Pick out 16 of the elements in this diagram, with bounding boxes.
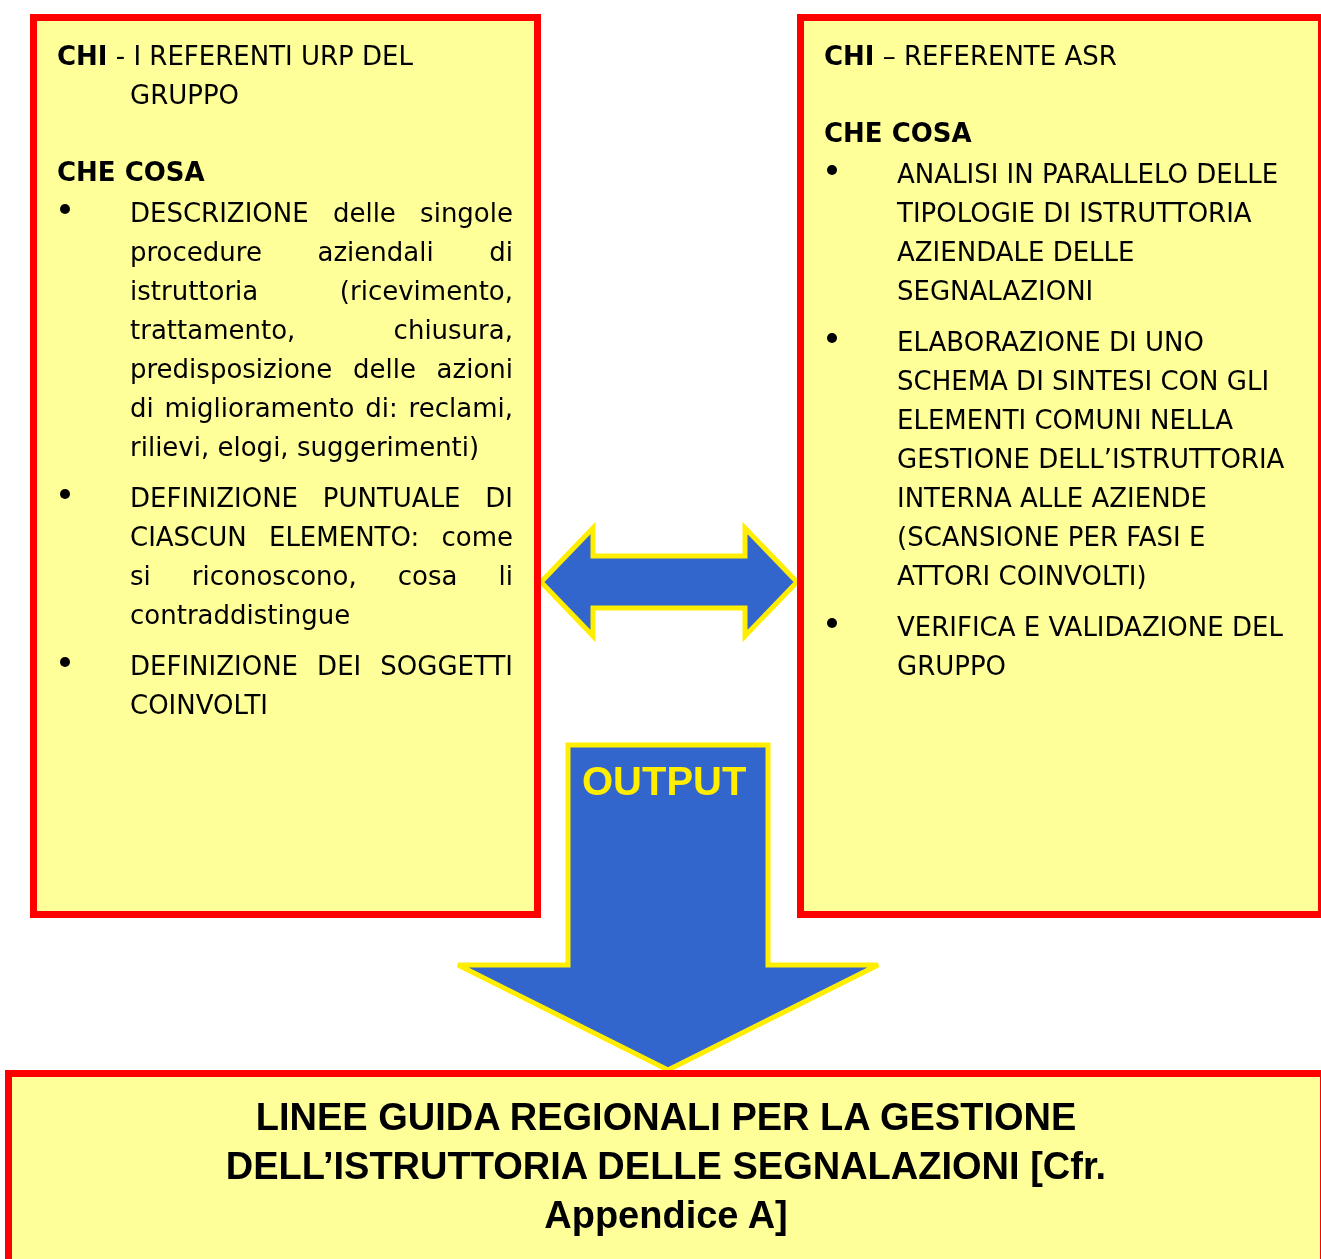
bullet-text: ELABORAZIONE DI UNO SCHEMA DI SINTESI CON GLI ELEMENTI COMUNI NELLA GESTIONE DELL’ISTRUTTORIA INTERNA ALLE AZIENDE (SCANSIONE PER FASI E ATTORI COINVOLTI) xyxy=(897,326,1286,593)
bullet-text: DESCRIZIONE delle singole procedure aziendali di istruttoria (ricevimento, trattamento, chiusura, predisposizione delle azioni di miglioramento di: reclami, rilievi, elogi, suggerimenti) xyxy=(130,197,513,464)
bullet-text: DEFINIZIONE PUNTUALE DI CIASCUN ELEMENTO: come si riconoscono, cosa li contraddistingue xyxy=(130,482,513,632)
edge-label: OUTPUT xyxy=(582,759,747,804)
bullet-text: VERIFICA E VALIDAZIONE DEL GRUPPO xyxy=(897,611,1284,683)
task-card xyxy=(30,14,541,918)
result-title: LINEE GUIDA REGIONALI PER LA GESTIONE DELL’ISTRUTTORIA DELLE SEGNALAZIONI [Cfr. Appendice A] xyxy=(224,1095,1108,1238)
what-heading: CHE COSA xyxy=(57,156,205,189)
who-heading: CHI - I REFERENTI URP DEL GRUPPO xyxy=(57,40,414,112)
bullet-text: ANALISI IN PARALLELO DELLE TIPOLOGIE DI ISTRUTTORIA AZIENDALE DELLE SEGNALAZIONI xyxy=(897,158,1280,308)
bullet-text: DEFINIZIONE DEI SOGGETTI COINVOLTI xyxy=(130,650,513,722)
who-heading: CHI – REFERENTE ASR xyxy=(824,40,1118,73)
result-box xyxy=(5,1070,1321,1259)
task-card xyxy=(797,14,1321,918)
what-heading: CHE COSA xyxy=(824,117,972,150)
block-arrow xyxy=(455,742,881,1073)
